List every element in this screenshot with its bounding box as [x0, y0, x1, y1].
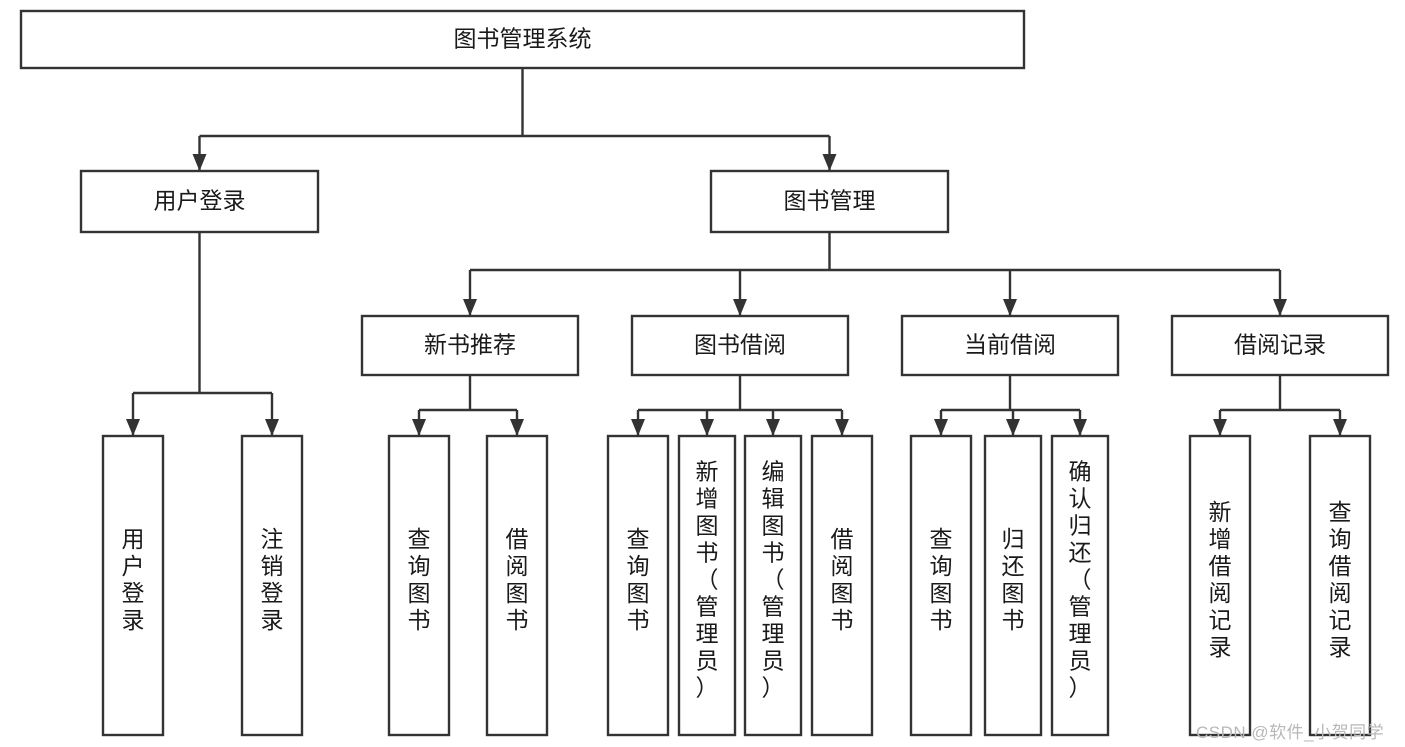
node-new-book-rec[interactable]: 新书推荐: [360, 314, 580, 377]
arrow-head-icon: [835, 419, 849, 436]
arrow-head-icon: [934, 419, 948, 436]
arrow-head-icon: [1003, 299, 1017, 316]
node-label-leaf-cb-return: 归还图书: [1002, 526, 1025, 633]
arrow-head-icon: [1213, 419, 1227, 436]
node-leaf-br-query[interactable]: 查询借阅记录: [1308, 434, 1372, 737]
node-box-leaf-cb-confirm: [1050, 434, 1110, 737]
node-box-leaf-br-query: [1308, 434, 1372, 737]
node-leaf-br-add[interactable]: 新增借阅记录: [1188, 434, 1252, 737]
node-label-book-borrow: 图书借阅: [694, 332, 786, 358]
node-borrow-record[interactable]: 借阅记录: [1170, 314, 1390, 377]
arrow-head-icon: [733, 299, 747, 316]
node-leaf-cb-confirm[interactable]: 确认归还（管理员）: [1050, 434, 1110, 737]
arrow-head-icon: [463, 299, 477, 316]
arrow-head-icon: [631, 419, 645, 436]
node-box-leaf-br-add: [1188, 434, 1252, 737]
node-box-user-login: [79, 169, 320, 234]
node-label-leaf-bb-borrow: 借阅图书: [831, 526, 854, 633]
node-label-leaf-bb-query: 查询图书: [627, 526, 650, 633]
node-box-book-manage: [709, 169, 950, 234]
node-box-leaf-cb-return: [983, 434, 1043, 737]
node-leaf-bb-edit[interactable]: 编辑图书（管理员）: [743, 434, 803, 737]
node-box-leaf-bb-add: [677, 434, 737, 737]
arrow-head-icon: [1273, 299, 1287, 316]
node-leaf-cb-return[interactable]: 归还图书: [983, 434, 1043, 737]
node-book-manage[interactable]: 图书管理: [709, 169, 950, 234]
node-leaf-bb-borrow[interactable]: 借阅图书: [810, 434, 874, 737]
node-box-leaf-user-login: [101, 434, 165, 737]
node-label-book-manage: 图书管理: [784, 188, 876, 214]
node-leaf-user-login[interactable]: 用户登录: [101, 434, 165, 737]
node-box-leaf-bb-edit: [743, 434, 803, 737]
arrow-head-icon: [412, 419, 426, 436]
node-label-leaf-rec-borrow: 借阅图书: [506, 526, 529, 633]
arrow-head-icon: [265, 419, 279, 436]
node-current-borrow[interactable]: 当前借阅: [900, 314, 1120, 377]
arrow-head-icon: [510, 419, 524, 436]
node-box-borrow-record: [1170, 314, 1390, 377]
arrow-head-icon: [1333, 419, 1347, 436]
node-label-leaf-rec-query: 查询图书: [408, 526, 431, 633]
node-label-leaf-user-login: 用户登录: [122, 526, 145, 633]
node-box-leaf-cb-query: [909, 434, 973, 737]
arrow-head-icon: [822, 154, 837, 171]
node-user-login[interactable]: 用户登录: [79, 169, 320, 234]
nodes-layer: 图书管理系统用户登录图书管理新书推荐图书借阅当前借阅借阅记录用户登录注销登录查询…: [19, 9, 1390, 737]
node-box-leaf-rec-query: [387, 434, 451, 737]
node-box-current-borrow: [900, 314, 1120, 377]
node-label-new-book-rec: 新书推荐: [424, 332, 516, 358]
arrow-head-icon: [1073, 419, 1087, 436]
node-label-leaf-user-logout: 注销登录: [261, 526, 284, 633]
node-leaf-rec-borrow[interactable]: 借阅图书: [485, 434, 549, 737]
node-box-root: [19, 9, 1026, 70]
arrow-head-icon: [766, 419, 780, 436]
node-box-leaf-user-logout: [240, 434, 304, 737]
node-label-leaf-bb-add: 新增图书（管理员）: [696, 459, 719, 701]
node-leaf-rec-query[interactable]: 查询图书: [387, 434, 451, 737]
node-leaf-bb-add[interactable]: 新增图书（管理员）: [677, 434, 737, 737]
node-label-leaf-br-query: 查询借阅记录: [1329, 499, 1352, 660]
node-box-leaf-bb-query: [606, 434, 670, 737]
node-label-leaf-bb-edit: 编辑图书（管理员）: [762, 459, 785, 701]
arrow-head-icon: [1006, 419, 1020, 436]
arrow-head-icon: [126, 419, 140, 436]
node-label-leaf-cb-query: 查询图书: [930, 526, 953, 633]
node-root[interactable]: 图书管理系统: [19, 9, 1026, 70]
node-label-user-login: 用户登录: [154, 188, 246, 214]
connectors-layer: [126, 68, 1347, 436]
node-leaf-bb-query[interactable]: 查询图书: [606, 434, 670, 737]
node-book-borrow[interactable]: 图书借阅: [630, 314, 850, 377]
arrow-head-icon: [192, 154, 207, 171]
node-label-current-borrow: 当前借阅: [964, 332, 1056, 358]
node-label-root: 图书管理系统: [454, 26, 592, 52]
node-label-leaf-br-add: 新增借阅记录: [1209, 499, 1232, 660]
node-box-leaf-bb-borrow: [810, 434, 874, 737]
node-label-leaf-cb-confirm: 确认归还（管理员）: [1069, 459, 1092, 701]
node-leaf-user-logout[interactable]: 注销登录: [240, 434, 304, 737]
node-box-leaf-rec-borrow: [485, 434, 549, 737]
node-leaf-cb-query[interactable]: 查询图书: [909, 434, 973, 737]
node-box-new-book-rec: [360, 314, 580, 377]
arrow-head-icon: [700, 419, 714, 436]
node-label-borrow-record: 借阅记录: [1234, 332, 1326, 358]
node-box-book-borrow: [630, 314, 850, 377]
